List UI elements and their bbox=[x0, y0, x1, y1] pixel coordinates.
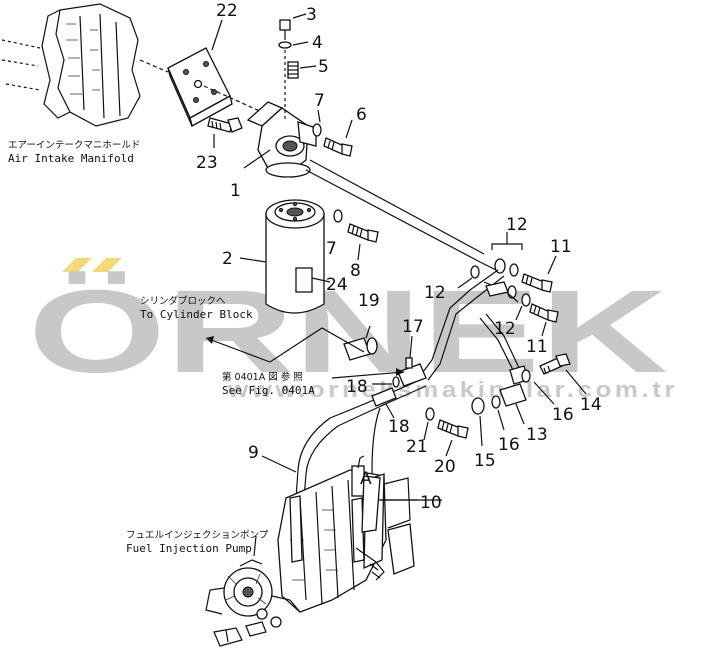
part-11-bolt-upper bbox=[521, 255, 557, 293]
part-12-washer-lower bbox=[507, 285, 531, 321]
part-23-bolt bbox=[207, 117, 243, 148]
label-12-top: 12 bbox=[506, 215, 528, 235]
watermark: ÖRNEK www.orneksmakinalar.com.tr bbox=[28, 258, 678, 402]
label-3: 3 bbox=[306, 5, 317, 25]
part-7-washer-upper bbox=[312, 109, 322, 137]
label-16-lower: 16 bbox=[498, 435, 520, 455]
part-2-filter-cartridge bbox=[239, 199, 331, 314]
watermark-brand: ÖRNEK bbox=[28, 266, 668, 398]
label-18-upper: 18 bbox=[346, 377, 368, 397]
caption-see-fig-jp: 第 0401A 図 参 照 bbox=[222, 371, 303, 383]
label-12-right: 12 bbox=[494, 319, 516, 339]
part-20-bolt bbox=[437, 419, 469, 457]
part-3-plug bbox=[279, 13, 307, 40]
label-detail-a: A bbox=[360, 469, 372, 489]
label-11-lower: 11 bbox=[526, 337, 548, 357]
label-17: 17 bbox=[402, 317, 424, 337]
label-8: 8 bbox=[350, 261, 361, 281]
part-18-washers bbox=[371, 376, 400, 419]
label-14: 14 bbox=[580, 395, 602, 415]
label-7-upper: 7 bbox=[314, 91, 325, 111]
watermark-url: www.orneksmakinalar.com.tr bbox=[227, 377, 678, 402]
label-1: 1 bbox=[230, 181, 241, 201]
caption-see-fig-en: See Fig. 0401A bbox=[222, 384, 315, 397]
label-19: 19 bbox=[358, 291, 380, 311]
label-18-lower: 18 bbox=[388, 417, 410, 437]
label-6: 6 bbox=[356, 105, 367, 125]
label-24: 24 bbox=[326, 275, 348, 295]
part-17-clamp bbox=[397, 335, 427, 387]
fuel-pipe-middle bbox=[419, 269, 521, 381]
part-number-labels: 22 3 4 5 7 6 23 1 2 7 8 24 12 11 12 12 1… bbox=[196, 1, 602, 513]
part-1-filter-head bbox=[243, 101, 317, 178]
label-12-left: 12 bbox=[424, 283, 446, 303]
label-2: 2 bbox=[222, 249, 233, 269]
caption-fuel-pump-en: Fuel Injection Pump bbox=[126, 542, 252, 555]
captions: エアーインテークマニホールド Air Intake Manifold シリンダブ… bbox=[8, 140, 315, 555]
part-11-bolt-lower bbox=[529, 303, 559, 337]
callout-leaders bbox=[205, 327, 405, 379]
caption-air-intake-jp: エアーインテークマニホールド bbox=[8, 140, 140, 151]
label-23: 23 bbox=[196, 153, 218, 173]
caption-fuel-pump-jp: フュエルインジェクションポンプ bbox=[126, 530, 269, 541]
label-13: 13 bbox=[526, 425, 548, 445]
part-8-bolt bbox=[347, 223, 379, 261]
part-12-washers-upper bbox=[457, 232, 523, 289]
label-20: 20 bbox=[434, 457, 456, 477]
part-19-sleeve bbox=[343, 325, 378, 361]
part-7-washer-lower bbox=[333, 209, 343, 223]
label-4: 4 bbox=[312, 33, 323, 53]
label-5: 5 bbox=[318, 57, 329, 77]
label-11-top: 11 bbox=[550, 237, 572, 257]
watermark-accent-right bbox=[92, 258, 122, 272]
label-16-right: 16 bbox=[552, 405, 574, 425]
part-6-bolt bbox=[323, 119, 353, 157]
label-22: 22 bbox=[216, 1, 238, 21]
watermark-accent-left bbox=[62, 258, 92, 272]
part-4-washer bbox=[278, 41, 309, 49]
part-10-pipe bbox=[361, 475, 418, 533]
part-21-washer bbox=[423, 407, 435, 441]
part-5-fitting bbox=[284, 50, 317, 120]
part-14-bolt bbox=[539, 353, 587, 395]
air-intake-manifold bbox=[1, 3, 169, 127]
label-9: 9 bbox=[248, 443, 259, 463]
label-10: 10 bbox=[420, 493, 442, 513]
caption-cylinder-block-jp: シリンダブロックへ bbox=[140, 295, 226, 307]
label-21: 21 bbox=[406, 437, 428, 457]
label-15: 15 bbox=[474, 451, 496, 471]
part-22-plate bbox=[167, 19, 263, 127]
label-7-lower: 7 bbox=[326, 239, 337, 259]
caption-air-intake-en: Air Intake Manifold bbox=[8, 152, 134, 165]
part-16-washers bbox=[491, 369, 555, 431]
part-15-washer bbox=[471, 397, 485, 447]
caption-cylinder-block-en: To Cylinder Block bbox=[140, 308, 253, 321]
